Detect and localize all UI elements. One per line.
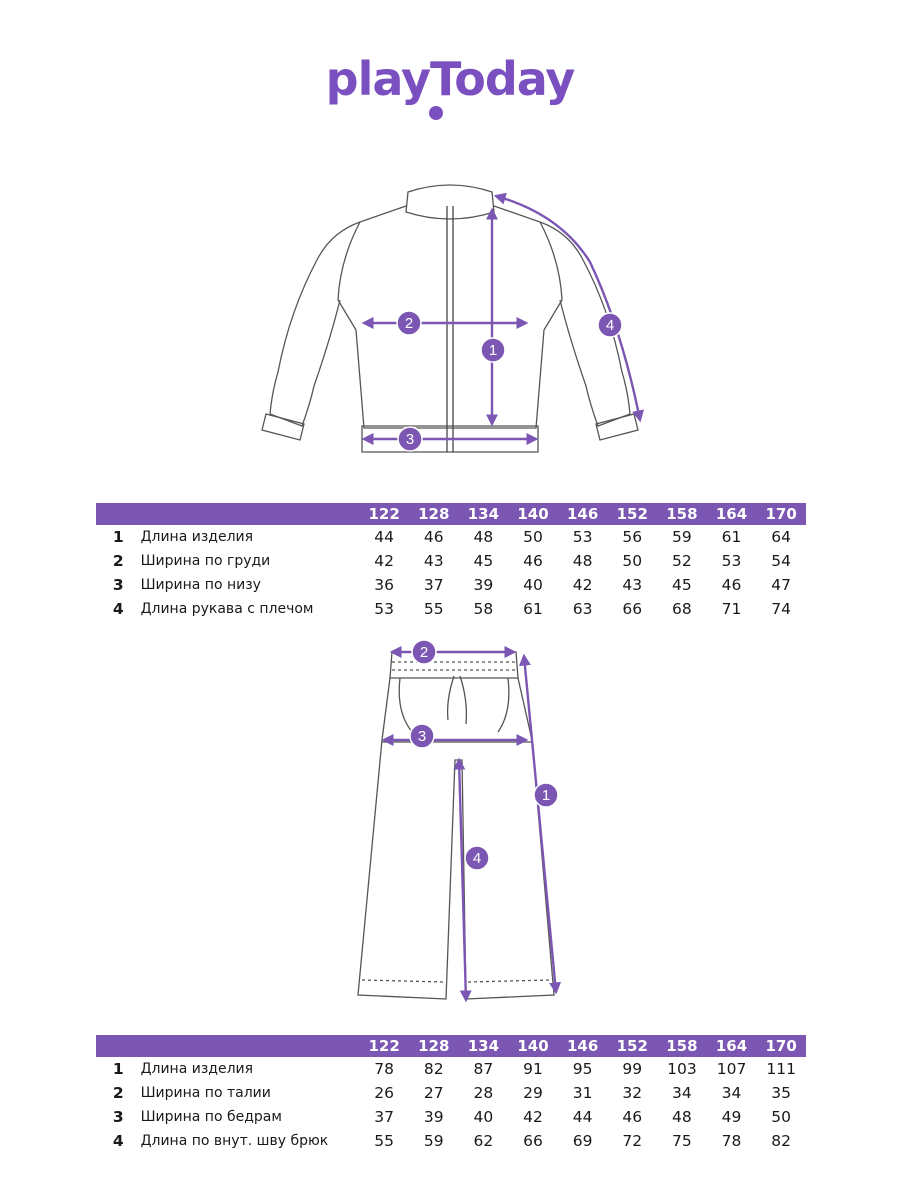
size-col: 170 bbox=[756, 1035, 806, 1057]
pants-marker-3: 3 bbox=[418, 728, 426, 745]
size-col: 140 bbox=[508, 503, 558, 525]
table-row: 2 Ширина по груди 42 43 45 46 48 50 52 5… bbox=[112, 552, 792, 570]
pants-marker-1: 1 bbox=[542, 787, 550, 804]
jacket-diagram: 1 2 3 4 bbox=[261, 184, 644, 453]
size-col: 122 bbox=[359, 1035, 409, 1057]
size-col: 140 bbox=[508, 1035, 558, 1057]
table-row: 3 Ширина по низу 36 37 39 40 42 43 45 46… bbox=[112, 576, 792, 594]
pants-diagram: 1 2 3 4 bbox=[357, 640, 562, 1003]
logo-dot bbox=[429, 106, 443, 120]
pants-header-row: 122 128 134 140 146 152 158 164 170 bbox=[96, 1035, 806, 1057]
jacket-marker-3: 3 bbox=[406, 431, 414, 448]
table-row: 4 Длина рукава с плечом 53 55 58 61 63 6… bbox=[112, 600, 792, 618]
jacket-header-row: 122 128 134 140 146 152 158 164 170 bbox=[96, 503, 806, 525]
table-row: 2 Ширина по талии 26 27 28 29 31 32 34 3… bbox=[112, 1084, 792, 1102]
size-col: 164 bbox=[706, 503, 757, 525]
size-col: 128 bbox=[408, 503, 459, 525]
jacket-marker-2: 2 bbox=[405, 315, 413, 332]
size-col: 158 bbox=[657, 503, 707, 525]
size-col: 122 bbox=[359, 503, 409, 525]
pants-marker-4: 4 bbox=[473, 850, 481, 867]
size-col: 158 bbox=[657, 1035, 707, 1057]
jacket-marker-4: 4 bbox=[606, 317, 614, 334]
table-row: 4 Длина по внут. шву брюк 55 59 62 66 69… bbox=[112, 1132, 792, 1150]
size-col: 128 bbox=[408, 1035, 459, 1057]
brand-logo: playToday bbox=[0, 52, 900, 106]
jacket-marker-1: 1 bbox=[489, 342, 497, 359]
size-col: 134 bbox=[458, 1035, 509, 1057]
size-col: 146 bbox=[557, 1035, 608, 1057]
pants-size-table: 122 128 134 140 146 152 158 164 170 1 Дл… bbox=[96, 1035, 806, 1153]
table-row: 1 Длина изделия 44 46 48 50 53 56 59 61 … bbox=[112, 528, 792, 546]
logo-text: playToday bbox=[325, 52, 576, 106]
size-col: 164 bbox=[706, 1035, 757, 1057]
size-col: 152 bbox=[607, 503, 658, 525]
jacket-size-table: 122 128 134 140 146 152 158 164 170 1 Дл… bbox=[96, 503, 806, 621]
size-col: 146 bbox=[557, 503, 608, 525]
size-col: 170 bbox=[756, 503, 806, 525]
table-row: 1 Длина изделия 78 82 87 91 95 99 103 10… bbox=[112, 1060, 796, 1078]
table-row: 3 Ширина по бедрам 37 39 40 42 44 46 48 … bbox=[112, 1108, 792, 1126]
pants-marker-2: 2 bbox=[420, 644, 428, 661]
size-col: 152 bbox=[607, 1035, 658, 1057]
size-col: 134 bbox=[458, 503, 509, 525]
